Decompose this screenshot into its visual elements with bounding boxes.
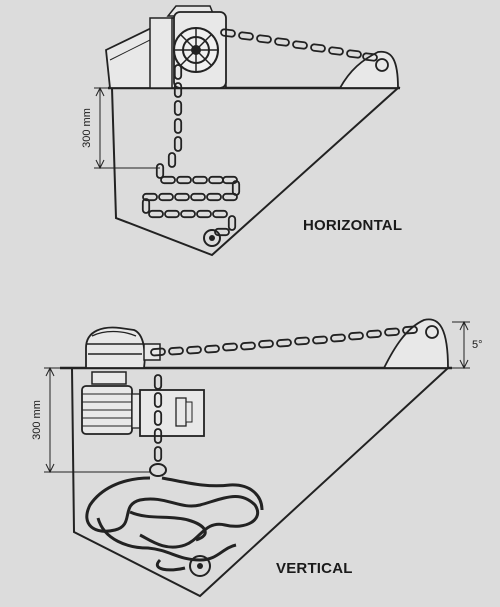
chain-pile-vertical	[85, 476, 264, 572]
dimension-marker-vertical	[44, 366, 150, 474]
vertical-windlass-motor	[81, 371, 205, 437]
bow-roller-horizontal	[338, 50, 399, 89]
vertical-installation: 5°	[31, 318, 483, 598]
horizontal-installation: 300 mm HORIZONTAL	[81, 5, 402, 257]
caption-vertical: VERTICAL	[276, 560, 353, 577]
anchor-chain-vertical-top	[149, 325, 419, 357]
anchor-chain-vertical-down	[149, 374, 167, 477]
dimension-label-vertical: 300 mm	[31, 400, 43, 440]
dimension-marker-horizontal	[94, 86, 160, 170]
caption-horizontal: HORIZONTAL	[303, 217, 402, 234]
horizontal-windlass	[105, 5, 227, 89]
anchor-chain-horizontal-top	[219, 28, 379, 62]
anchor-ring-icon	[203, 229, 221, 247]
dimension-label-horizontal: 300 mm	[81, 108, 93, 148]
gypsy-wheel-icon	[173, 27, 219, 73]
angle-marker	[452, 320, 470, 370]
bow-roller-vertical	[382, 318, 449, 369]
angle-label: 5°	[472, 339, 483, 351]
anchor-ring-vertical-icon	[189, 555, 211, 577]
vertical-windlass-top	[85, 326, 161, 369]
